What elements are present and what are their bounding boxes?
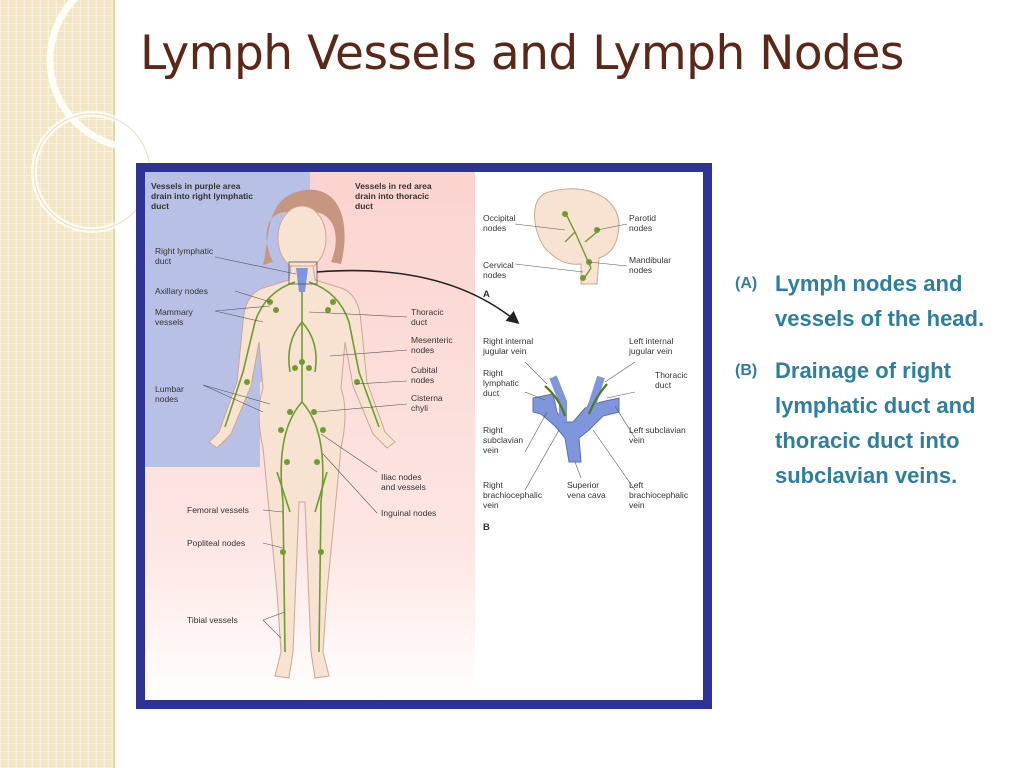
purple-drainage-area: [145, 172, 310, 467]
figure-legend: (A) Lymph nodes and vessels of the head.…: [735, 266, 1020, 510]
head-illustration: [534, 188, 620, 285]
legend-text-b: Drainage of right lymphatic duct and tho…: [775, 358, 976, 488]
detail-box: [288, 261, 318, 285]
leader-lines: [202, 223, 636, 639]
side-divider: [113, 0, 115, 768]
label-femoral-vessels: Femoral vessels: [187, 505, 249, 515]
lymph-vessels: [224, 278, 380, 653]
legend-item-b: (B) Drainage of right lymphatic duct and…: [735, 353, 1020, 493]
panel-a-marker: A: [483, 289, 490, 300]
label-tibial-vessels: Tibial vessels: [187, 615, 238, 625]
label-axillary-nodes: Axillary nodes: [155, 286, 208, 296]
lymph-nodes: [244, 299, 360, 555]
legend-marker-b: (B): [735, 362, 758, 379]
slide-title: Lymph Vessels and Lymph Nodes: [140, 26, 904, 81]
legend-item-a: (A) Lymph nodes and vessels of the head.: [735, 266, 1020, 336]
detail-arrow: [316, 269, 520, 325]
neck-duct-junction: [296, 268, 308, 292]
label-inguinal-nodes: Inguinal nodes: [381, 508, 436, 518]
panel-b-marker: B: [483, 522, 490, 533]
legend-text-a: Lymph nodes and vessels of the head.: [775, 271, 985, 331]
label-popliteal-nodes: Popliteal nodes: [187, 538, 245, 548]
vein-junction-illustration: [532, 375, 620, 463]
legend-marker-a: (A): [735, 275, 758, 292]
